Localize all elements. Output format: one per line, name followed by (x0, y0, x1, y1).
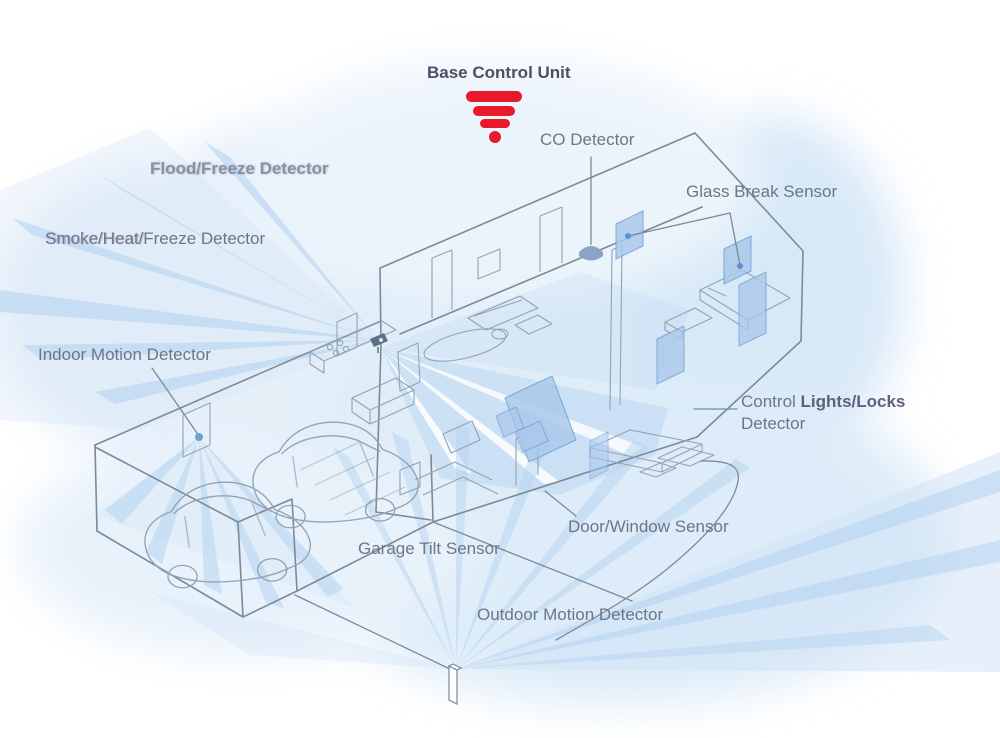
base-control-unit-icon (466, 91, 522, 143)
label-flood-freeze-detector: Flood/Freeze Detector (150, 159, 329, 178)
label-control-detector-segment: Detector (741, 414, 806, 434)
label-glass-break-sensor: Glass Break Sensor (686, 182, 838, 201)
label-smoke-heat-segment: Smoke/Heat/ (45, 229, 144, 248)
co-detector-icon (579, 238, 603, 261)
label-connectors (151, 156, 741, 671)
label-door-window-sensor: Door/Window Sensor (568, 517, 729, 536)
house-outline (94, 132, 804, 618)
label-base-control-unit: Base Control Unit (427, 63, 571, 82)
indoor-motion-camera-icon (370, 333, 388, 353)
sensor-beams (0, 128, 1000, 672)
label-co-detector: CO Detector (540, 130, 635, 149)
label-outdoor-motion-detector: Outdoor Motion Detector (477, 605, 664, 624)
label-control-segment: Control (741, 392, 801, 411)
indoor-motion-sensor-dot-icon (195, 433, 203, 441)
label-indoor-motion-detector: Indoor Motion Detector (38, 345, 211, 364)
window-panes (495, 210, 767, 480)
outdoor-motion-post-icon (447, 663, 463, 705)
label-smoke-heat-freeze-detector: Smoke/Heat/Freeze Detector (45, 228, 265, 250)
label-garage-tilt-sensor: Garage Tilt Sensor (358, 539, 500, 558)
glass-break-sensor-dot-icon (625, 233, 743, 269)
label-lights-locks-segment: Lights/Locks (800, 392, 906, 411)
label-freeze-detector-segment: Freeze Detector (143, 229, 266, 248)
devices (195, 91, 743, 705)
